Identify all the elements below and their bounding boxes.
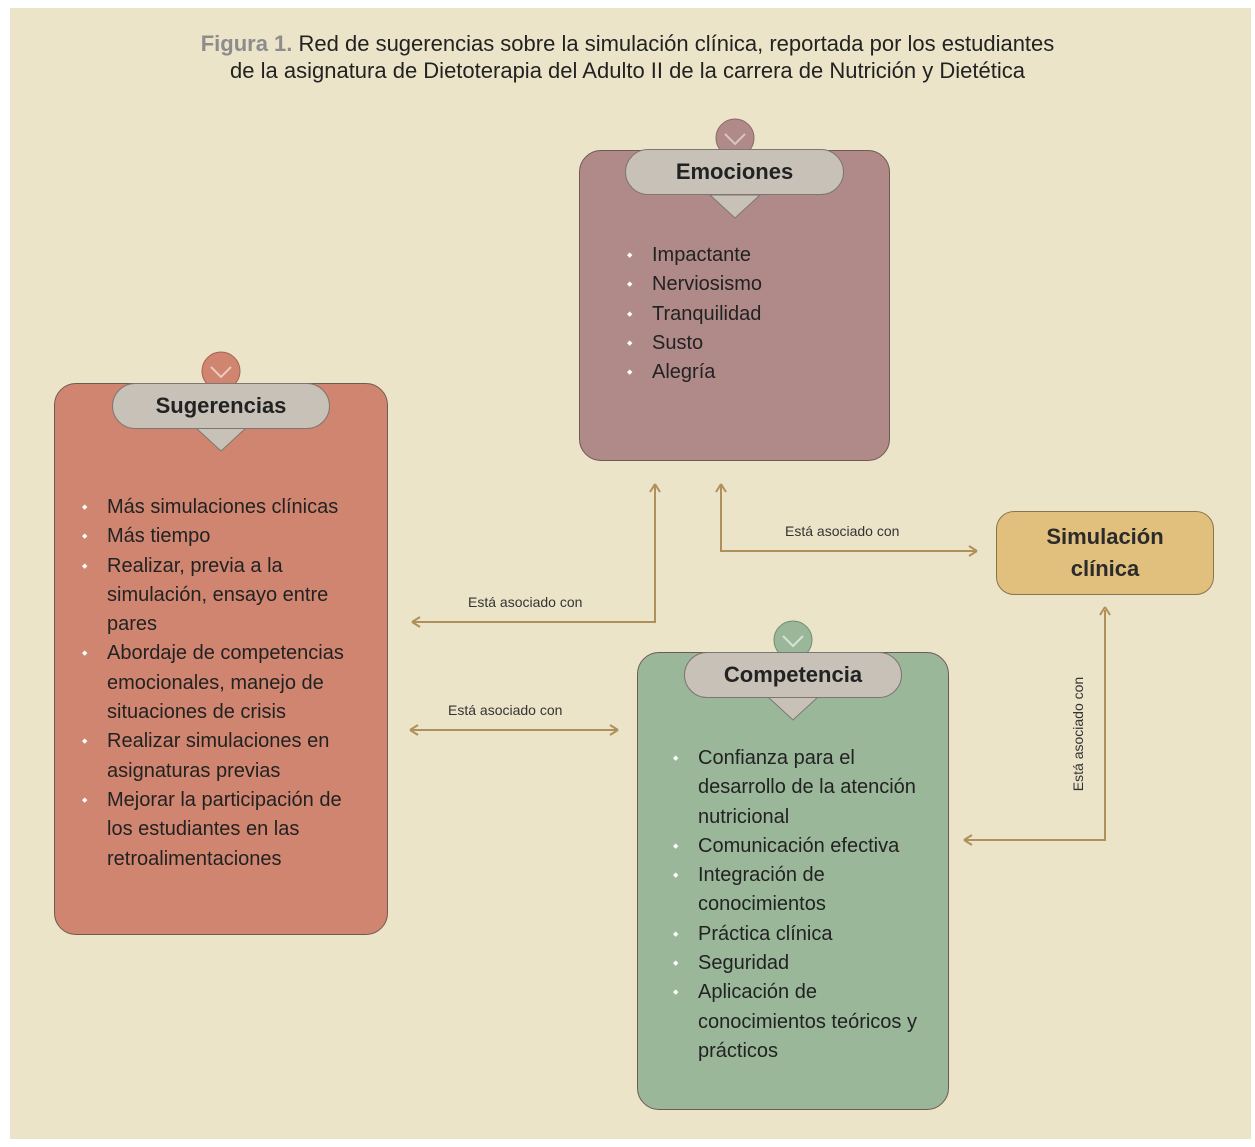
caption-line-1: Figura 1. Red de sugerencias sobre la si… — [0, 30, 1255, 57]
chevron-down-icon — [782, 635, 804, 648]
sugerencias-badge — [201, 351, 241, 391]
list-item: Impactante — [625, 241, 762, 271]
competencia-box: Confianza para el desarrollo de la atenc… — [637, 652, 949, 1110]
list-item: Aplicación de conocimientos teóricos y p… — [671, 978, 941, 1066]
relation-label-sug-comp: Está asociado con — [448, 702, 563, 718]
caption-text-1: Red de sugerencias sobre la simulación c… — [292, 31, 1055, 56]
connector-sim-comp — [966, 610, 1106, 841]
sugerencias-header: Sugerencias — [112, 383, 330, 429]
simulacion-clinica-node: Simulación clínica — [996, 511, 1214, 595]
list-item: Más tiempo — [80, 522, 370, 552]
sugerencias-list: Más simulaciones clínicas Más tiempo Rea… — [80, 493, 370, 874]
competencia-header: Competencia — [684, 652, 902, 698]
competencia-list: Confianza para el desarrollo de la atenc… — [671, 744, 941, 1066]
emociones-header: Emociones — [625, 149, 844, 195]
competencia-pointer — [766, 696, 820, 721]
list-item: Tranquilidad — [625, 300, 762, 330]
simulacion-line-1: Simulación — [1046, 524, 1164, 549]
chevron-down-icon — [210, 366, 232, 379]
list-item: Abordaje de competencias emocionales, ma… — [80, 639, 370, 727]
list-item: Susto — [625, 329, 762, 359]
emociones-pointer — [708, 194, 762, 219]
list-item: Práctica clínica — [671, 920, 941, 950]
connector-emo-sim — [720, 486, 975, 552]
sugerencias-box: Más simulaciones clínicas Más tiempo Rea… — [54, 383, 388, 935]
list-item: Realizar, previa a la simulación, ensayo… — [80, 552, 370, 640]
emociones-list: Impactante Nerviosismo Tranquilidad Sust… — [625, 241, 762, 388]
simulacion-line-2: clínica — [1070, 556, 1140, 581]
figure-caption: Figura 1. Red de sugerencias sobre la si… — [0, 30, 1255, 84]
chevron-down-icon — [724, 133, 746, 146]
sugerencias-pointer — [194, 427, 248, 452]
list-item: Nerviosismo — [625, 270, 762, 300]
list-item: Mejorar la participación de los estudian… — [80, 786, 370, 874]
relation-label-sug-emo: Está asociado con — [468, 594, 583, 610]
relation-label-emo-sim: Está asociado con — [785, 523, 900, 539]
connector-sug-emo — [412, 486, 656, 623]
competencia-badge — [773, 620, 813, 660]
list-item: Seguridad — [671, 949, 941, 979]
list-item: Realizar simulaciones en asignaturas pre… — [80, 727, 370, 786]
list-item: Comunicación efectiva — [671, 832, 941, 862]
list-item: Alegría — [625, 358, 762, 388]
emociones-badge — [715, 118, 755, 158]
caption-lead: Figura 1. — [200, 31, 293, 56]
list-item: Más simulaciones clínicas — [80, 493, 370, 523]
caption-line-2: de la asignatura de Dietoterapia del Adu… — [230, 58, 1025, 83]
list-item: Confianza para el desarrollo de la atenc… — [671, 744, 941, 832]
list-item: Integración de conocimientos — [671, 861, 941, 920]
